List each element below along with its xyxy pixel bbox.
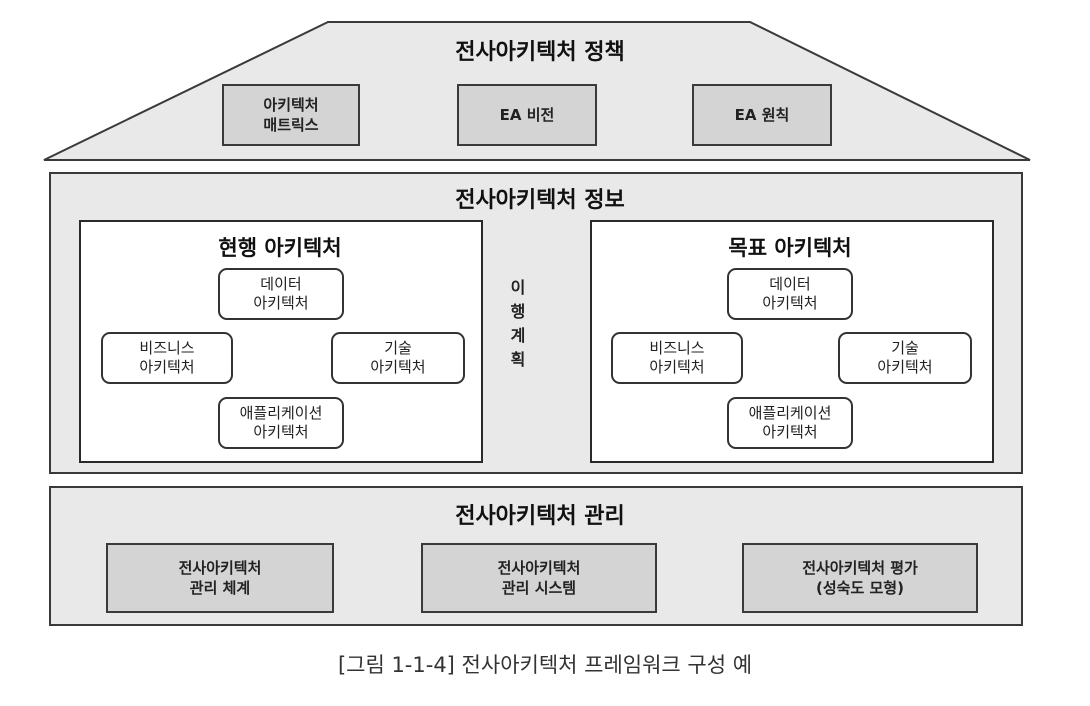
current-data-architecture: 데이터 아키텍처 (218, 268, 344, 320)
management-item-framework: 전사아키텍처 관리 체계 (106, 543, 334, 613)
management-item-assessment: 전사아키텍처 평가 (성숙도 모형) (742, 543, 978, 613)
policy-item-vision: EA 비전 (457, 84, 597, 146)
policy-item-principles: EA 원칙 (692, 84, 832, 146)
current-application-architecture: 애플리케이션 아키텍처 (218, 397, 344, 449)
current-technology-architecture: 기술 아키텍처 (331, 332, 465, 384)
information-title: 전사아키텍처 정보 (455, 188, 625, 213)
current-business-architecture: 비즈니스 아키텍처 (101, 332, 233, 384)
target-business-architecture: 비즈니스 아키텍처 (611, 332, 743, 384)
policy-item-matrix: 아키텍처 매트릭스 (222, 84, 360, 146)
current-architecture-title: 현행 아키텍처 (218, 236, 342, 260)
transition-plan-label: 이 행 계 획 (510, 278, 526, 369)
figure-caption: [그림 1-1-4] 전사아키텍처 프레임워크 구성 예 (337, 653, 753, 677)
target-technology-architecture: 기술 아키텍처 (838, 332, 972, 384)
management-item-system: 전사아키텍처 관리 시스템 (421, 543, 657, 613)
target-data-architecture: 데이터 아키텍처 (727, 268, 853, 320)
target-application-architecture: 애플리케이션 아키텍처 (727, 397, 853, 449)
policy-title: 전사아키텍처 정책 (455, 40, 625, 65)
target-architecture-title: 목표 아키텍처 (728, 236, 852, 260)
management-title: 전사아키텍처 관리 (455, 504, 625, 529)
